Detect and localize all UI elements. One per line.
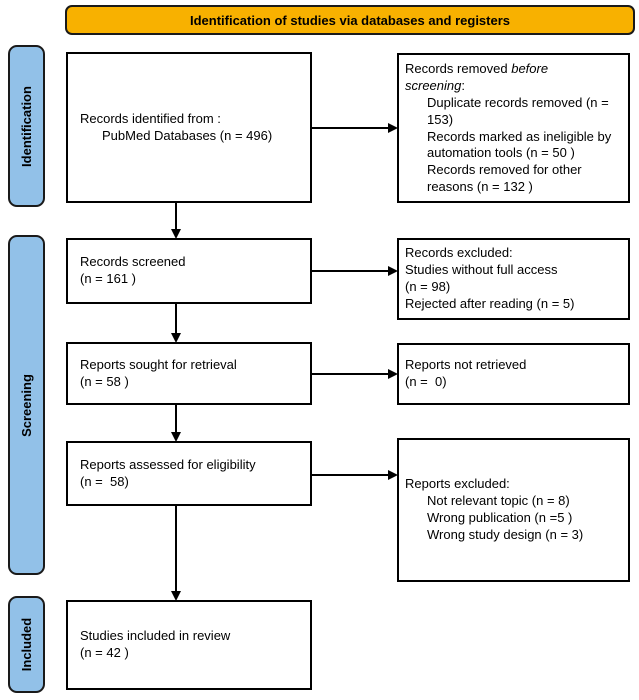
box-reports-sought: Reports sought for retrieval (n = 58 ) [66, 342, 312, 405]
header-banner: Identification of studies via databases … [65, 5, 635, 35]
records-removed-item-automation: Records marked as ineligible by automati… [427, 128, 615, 161]
records-removed-intro-suffix: : [461, 77, 465, 93]
header-title: Identification of studies via databases … [189, 12, 511, 28]
records-removed-intro-regular: Records removed [405, 61, 512, 76]
arrow-identified-to-removed [312, 123, 398, 133]
arrow-screened-to-sought [171, 304, 181, 343]
records-removed-intro: Records removed before screening: [405, 61, 622, 95]
records-excluded-line3: (n = 98) [405, 279, 451, 294]
arrow-sought-to-not-retrieved [312, 369, 398, 379]
studies-included-line1: Studies included in review [80, 628, 231, 644]
stage-label-included-text: Included [19, 617, 35, 672]
arrow-assessed-to-excluded [312, 470, 398, 480]
arrow-assessed-to-included [171, 506, 181, 601]
stage-label-screening: Screening [8, 235, 45, 575]
box-records-excluded: Records excluded: Studies without full a… [397, 238, 630, 320]
reports-not-retrieved-count: (n = 0) [405, 374, 447, 389]
reports-excluded-item-design: Wrong study design (n = 3) [427, 526, 584, 542]
reports-excluded-item-publication: Wrong publication (n =5 ) [427, 510, 573, 525]
records-identified-line2: PubMed Databases (n = 496) [102, 127, 273, 143]
box-reports-excluded: Reports excluded: Not relevant topic (n … [397, 438, 630, 582]
box-records-removed: Records removed before screening: Duplica… [397, 53, 630, 203]
records-removed-intro-italic1: before [511, 61, 549, 76]
stage-label-identification: Identification [8, 45, 45, 207]
box-reports-not-retrieved: Reports not retrieved (n = 0) [397, 343, 630, 405]
reports-not-retrieved-line1: Reports not retrieved [405, 357, 527, 373]
reports-assessed-count: (n = 58) [80, 473, 129, 489]
reports-assessed-line1: Reports assessed for eligibility [80, 456, 256, 472]
records-removed-item-duplicates: Duplicate records removed (n = 153) [427, 94, 613, 127]
arrow-screened-to-excluded [312, 266, 398, 276]
studies-included-count: (n = 42 ) [80, 645, 129, 660]
reports-excluded-title: Reports excluded: [405, 476, 510, 492]
records-screened-line1: Records screened [80, 254, 186, 270]
reports-sought-line1: Reports sought for retrieval [80, 356, 237, 372]
arrow-sought-to-assessed [171, 405, 181, 442]
stage-label-identification-text: Identification [19, 85, 35, 167]
records-excluded-line1: Records excluded: [405, 245, 513, 261]
records-excluded-line4: Rejected after reading (n = 5) [405, 295, 575, 311]
records-identified-line1: Records identified from : [80, 110, 221, 126]
records-excluded-line2: Studies without full access [405, 262, 558, 278]
records-screened-count: (n = 161 ) [80, 271, 137, 286]
box-reports-assessed: Reports assessed for eligibility (n = 58… [66, 441, 312, 506]
records-removed-intro-italic2: screening [405, 77, 462, 93]
arrow-identified-to-screened [171, 203, 181, 239]
reports-sought-count: (n = 58 ) [80, 373, 129, 389]
box-records-screened: Records screened (n = 161 ) [66, 238, 312, 304]
box-records-identified: Records identified from : PubMed Databas… [66, 52, 312, 203]
stage-label-included: Included [8, 596, 45, 693]
stage-label-screening-text: Screening [19, 373, 35, 437]
reports-excluded-item-not-relevant: Not relevant topic (n = 8) [427, 493, 570, 509]
box-studies-included: Studies included in review (n = 42 ) [66, 600, 312, 690]
records-removed-item-other: Records removed for other reasons (n = 1… [427, 162, 586, 195]
